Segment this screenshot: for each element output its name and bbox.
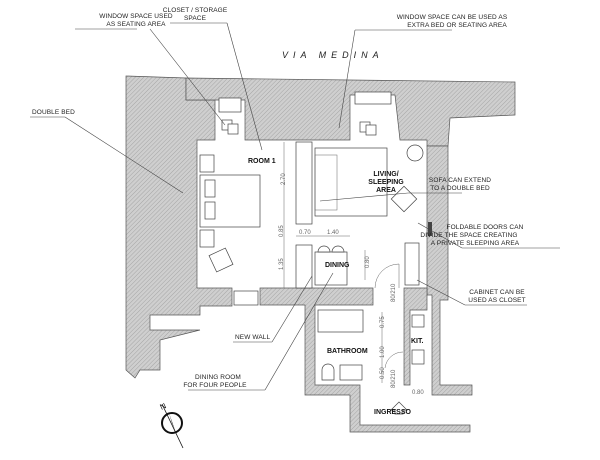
sofa-back (314, 154, 338, 211)
living-label: SLEEPING (368, 179, 404, 186)
annotation-new-wall: NEW WALL (233, 275, 313, 343)
pillow (204, 201, 216, 220)
street-label: VIA MEDINA (282, 50, 384, 60)
svg-text:DINING ROOM: DINING ROOM (195, 374, 241, 381)
svg-text:WINDOW SPACE CAN BE USED AS: WINDOW SPACE CAN BE USED AS (397, 14, 508, 21)
kitchen-label: KIT. (411, 338, 424, 345)
door-swing (374, 263, 400, 289)
svg-text:NEW WALL: NEW WALL (235, 334, 271, 341)
windows (218, 91, 392, 306)
svg-text:1.40: 1.40 (327, 230, 339, 236)
chair (317, 245, 331, 253)
annotation-dining-room: DINING ROOM FOR FOUR PEOPLE (183, 272, 334, 391)
entrance-label: INGRESSO (374, 409, 412, 416)
armchair (208, 247, 234, 273)
foldable-doors (428, 222, 432, 236)
entrance-arrow-icon (390, 401, 408, 415)
svg-text:1.00: 1.00 (380, 346, 386, 358)
closet (295, 141, 313, 225)
bathtub (317, 309, 364, 333)
svg-text:SOFA CAN EXTEND: SOFA CAN EXTEND (429, 177, 491, 184)
dining-label: DINING (325, 262, 350, 269)
annotation-sofa: SOFA CAN EXTEND TO A DOUBLE BED (319, 177, 491, 202)
toilet (321, 363, 335, 381)
svg-text:WINDOW SPACE USED: WINDOW SPACE USED (99, 13, 173, 20)
living-label: AREA (376, 187, 396, 194)
kitchen-wall (403, 287, 428, 386)
dimensions: 2.70 0.85 1.35 0.70 1.40 0.80 0.75 1.00 … (279, 142, 424, 396)
window-left (218, 97, 242, 113)
svg-text:0.75: 0.75 (380, 316, 386, 328)
cushion (365, 124, 377, 136)
middle-wall (259, 287, 471, 433)
door-swing (384, 351, 404, 369)
annotation-window-seating: WINDOW SPACE USED AS SEATING AREA (75, 13, 226, 126)
bathroom-label: BATHROOM (327, 348, 368, 355)
svg-text:USED AS CLOSET: USED AS CLOSET (468, 297, 525, 304)
svg-text:0.70: 0.70 (299, 230, 311, 236)
north-compass-icon: N (159, 401, 184, 449)
svg-text:TO A DOUBLE BED: TO A DOUBLE BED (430, 185, 490, 192)
svg-text:CLOSET / STORAGE: CLOSET / STORAGE (163, 7, 228, 14)
right-wall (426, 145, 473, 396)
new-wall (295, 244, 313, 289)
svg-text:DOUBLE BED: DOUBLE BED (32, 109, 75, 116)
svg-text:A PRIVATE SLEEPING AREA: A PRIVATE SLEEPING AREA (431, 240, 520, 247)
nightstand (199, 154, 215, 173)
svg-text:DIVIDE THE SPACE CREATING: DIVIDE THE SPACE CREATING (420, 232, 517, 239)
pillow (204, 179, 216, 198)
svg-text:N: N (159, 401, 168, 412)
svg-text:SPACE: SPACE (184, 15, 207, 22)
furniture (199, 141, 432, 415)
annotation-cabinet: CABINET CAN BE USED AS CLOSET (416, 279, 527, 306)
annotation-double-bed: DOUBLE BED (30, 109, 184, 194)
cushion (227, 123, 239, 135)
svg-text:FOR FOUR PEOPLE: FOR FOUR PEOPLE (183, 382, 247, 389)
svg-text:80/210: 80/210 (391, 283, 397, 302)
svg-text:AS SEATING AREA: AS SEATING AREA (106, 21, 166, 28)
svg-text:0.80: 0.80 (412, 390, 424, 396)
walls (125, 75, 516, 433)
stove (411, 349, 425, 365)
main-wall-mass (125, 75, 233, 379)
svg-text:CABINET CAN BE: CABINET CAN BE (469, 289, 525, 296)
svg-text:80/210: 80/210 (391, 369, 397, 388)
living-label: LIVING/ (373, 171, 398, 178)
sink (339, 364, 363, 381)
annotation-closet: CLOSET / STORAGE SPACE (163, 7, 263, 151)
kitchen-sink (411, 314, 425, 328)
nightstand (199, 229, 215, 248)
sofa-bed (314, 147, 388, 217)
svg-text:0.85: 0.85 (279, 225, 285, 237)
svg-text:FOLDABLE DOORS CAN: FOLDABLE DOORS CAN (447, 224, 524, 231)
chair (331, 245, 345, 253)
cabinet (404, 242, 420, 286)
room1-label: ROOM 1 (248, 158, 276, 165)
annotation-foldable-doors: FOLDABLE DOORS CAN DIVIDE THE SPACE CREA… (417, 222, 560, 249)
svg-text:1.35: 1.35 (279, 258, 285, 270)
window-right (354, 91, 392, 105)
svg-text:EXTRA BED OR SEATING AREA: EXTRA BED OR SEATING AREA (407, 22, 507, 29)
living-armchair (390, 185, 418, 213)
annotation-window-extra-bed: WINDOW SPACE CAN BE USED AS EXTRA BED OR… (338, 14, 508, 129)
svg-text:2.70: 2.70 (281, 173, 287, 185)
svg-text:0.50: 0.50 (380, 367, 386, 379)
dining-table (314, 251, 348, 286)
side-table (406, 144, 424, 162)
window-bottom (233, 290, 259, 306)
svg-text:0.80: 0.80 (365, 256, 371, 268)
